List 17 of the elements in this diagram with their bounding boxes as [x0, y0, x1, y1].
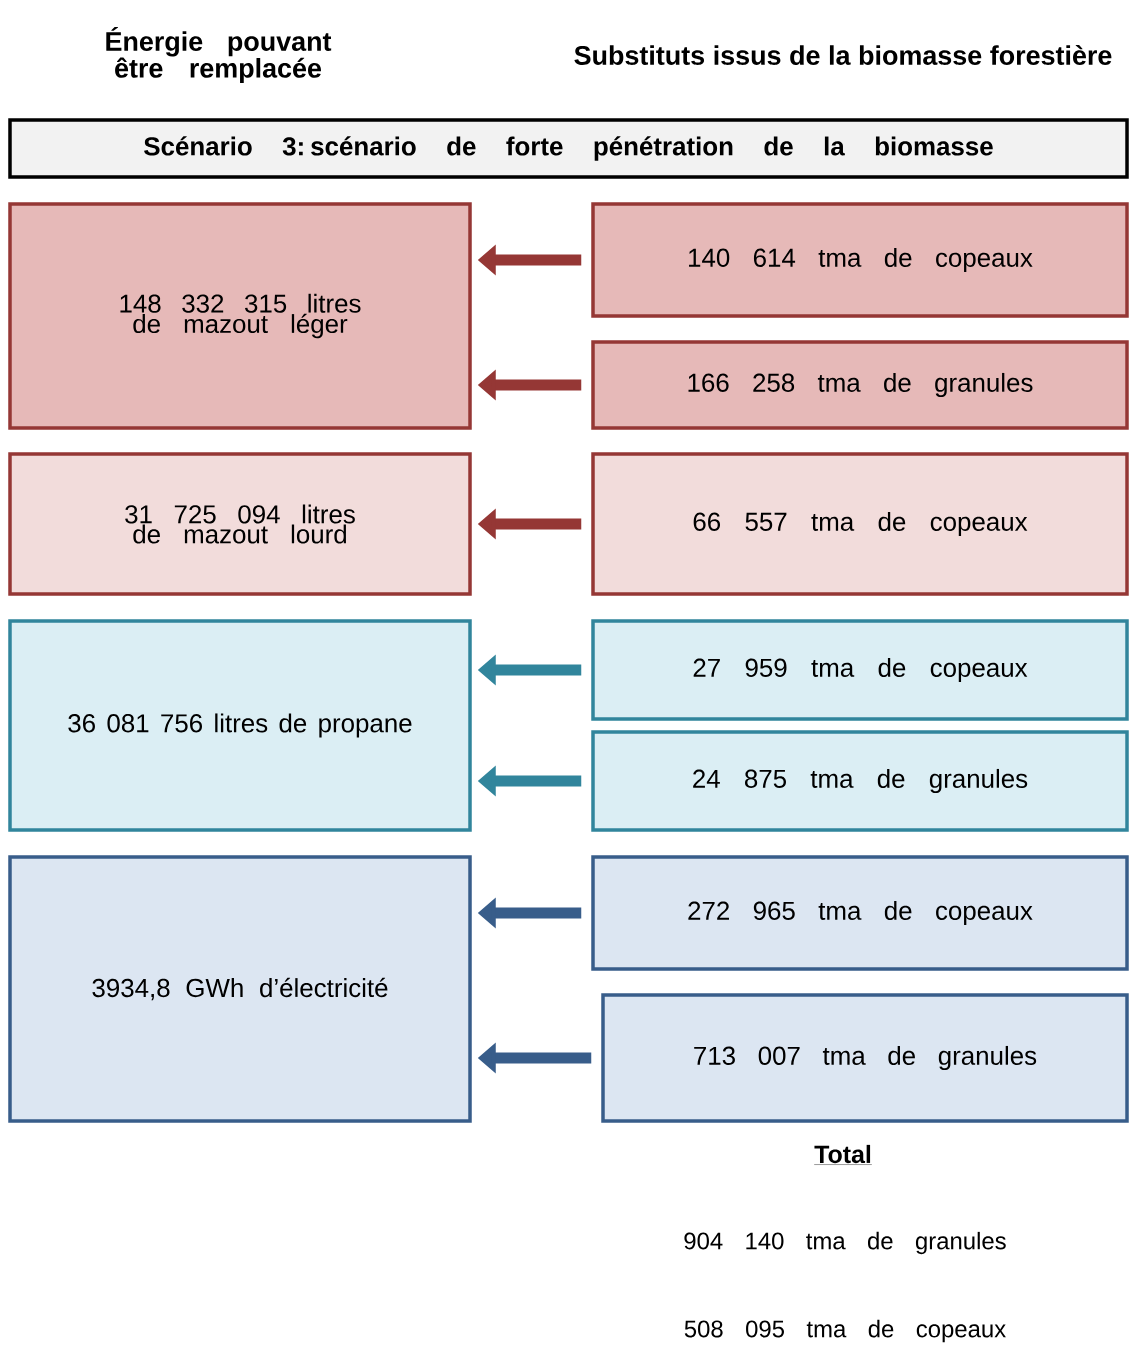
- column-heading: Énergie pouvant être remplacée: [106, 26, 332, 84]
- substitute-box: 166 258 tma de granules: [591, 340, 1129, 430]
- energy-box: 36 081 756 litres de propane: [8, 619, 472, 832]
- substitute-box: 713 007 tma de granules: [601, 993, 1129, 1123]
- total-line: 508 095 tma de copeaux: [684, 1319, 1006, 1343]
- column-heading: Substituts issus de la biomasse forestière: [574, 45, 1112, 65]
- substitute-box: 27 959 tma de copeaux: [591, 619, 1129, 721]
- substitute-box: 272 965 tma de copeaux: [591, 855, 1129, 971]
- total-line: 904 140 tma de granules: [684, 1231, 1006, 1255]
- energy-box: 31 725 094 litres de mazout lourd: [8, 452, 472, 596]
- substitute-box: 24 875 tma de granules: [591, 730, 1129, 832]
- energy-box: 3934,8 GWh d’électricité: [8, 855, 472, 1123]
- energy-box: 148 332 315 litres de mazout léger: [8, 202, 472, 430]
- substitute-box: 140 614 tma de copeaux: [591, 202, 1129, 318]
- banner-box: Scénario 3: scénario de forte pénétration de la biomasse: [8, 118, 1129, 179]
- total-heading: Total: [813, 1144, 873, 1165]
- substitute-box: 66 557 tma de copeaux: [591, 452, 1129, 596]
